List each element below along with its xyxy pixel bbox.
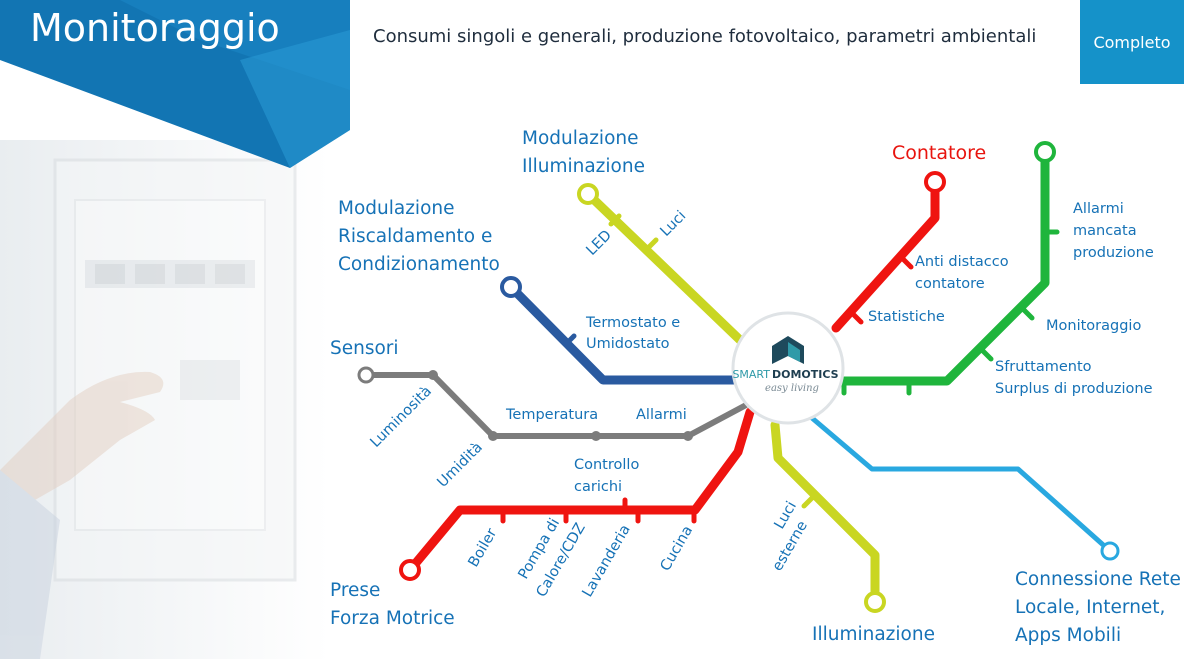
stop-temperatura (591, 431, 601, 441)
stop-marker-luci (645, 237, 659, 251)
stop-label-led: LED (584, 227, 615, 258)
page-subtitle: Consumi singoli e generali, produzione f… (373, 26, 1037, 47)
electrical-panel-photo (53, 158, 297, 582)
stop-label-allarmi-sensori: Allarmi (636, 407, 687, 423)
house-icon (772, 336, 804, 364)
page-title: Monitoraggio (30, 6, 280, 50)
stop-label-controllo-2: carichi (574, 479, 622, 495)
stop-label-lavanderia: Lavanderia (580, 522, 634, 600)
stop-label-boiler: Boiler (466, 526, 501, 570)
stop-label-luminosita: Luminosità (368, 383, 435, 450)
stop-label-anti-distacco-1: Anti distacco (915, 254, 1009, 270)
terminal-sensori (357, 366, 375, 384)
title-prese-2: Forza Motrice (330, 608, 455, 629)
terminal-prese (399, 559, 421, 581)
stop-label-luci: Luci (658, 208, 690, 240)
title-connessione-2: Locale, Internet, (1015, 597, 1165, 618)
line-connessione (809, 415, 1113, 554)
stop-label-termostato-2: Umidostato (586, 336, 670, 352)
title-modulazione-illuminazione-1: Modulazione (522, 128, 639, 149)
hand-photo (0, 371, 164, 659)
terminal-riscaldamento (500, 276, 522, 298)
title-connessione-1: Connessione Rete (1015, 569, 1181, 590)
stop-label-termostato-1: Termostato e (585, 315, 680, 331)
hub-circle (731, 311, 845, 425)
status-badge: Completo (1080, 0, 1184, 84)
line-contatore (831, 177, 940, 333)
logo-tagline: easy living (765, 383, 819, 394)
stop-label-monitoraggio: Monitoraggio (1046, 318, 1141, 334)
stop-label-allarmi-3: produzione (1073, 245, 1154, 261)
terminal-contatore (924, 171, 946, 193)
logo-brand-right: DOMOTICS (772, 368, 839, 381)
stop-marker-sfruttamento (980, 348, 994, 362)
title-connessione-3: Apps Mobili (1015, 625, 1121, 646)
stop-label-statistiche: Statistiche (868, 309, 945, 325)
logo-brand-left: SMART (732, 368, 770, 381)
stop-label-cucina: Cucina (658, 523, 697, 574)
title-modulazione-illuminazione-2: Illuminazione (522, 156, 645, 177)
stop-label-anti-distacco-2: contatore (915, 276, 985, 292)
stop-marker-statistiche (850, 311, 864, 325)
line-allarmi (831, 147, 1050, 386)
stop-label-allarmi-1: Allarmi (1073, 201, 1124, 217)
terminal-illuminazione (864, 591, 886, 613)
stop-marker-luci-esterne (801, 495, 815, 509)
stop-marker-monitoraggio (1021, 307, 1035, 321)
title-sensori: Sensori (330, 338, 399, 359)
stop-luminosita (428, 370, 438, 380)
title-contatore: Contatore (892, 142, 986, 164)
header-band-light (240, 30, 350, 168)
title-riscaldamento-3: Condizionamento (338, 254, 500, 275)
stop-marker-termostato (563, 333, 577, 347)
stop-marker-anti-distacco (900, 256, 914, 270)
terminal-modulazione-illuminazione (577, 183, 599, 205)
stop-label-controllo-1: Controllo (574, 457, 639, 473)
stop-label-allarmi-2: mancata (1073, 223, 1137, 239)
title-illuminazione: Illuminazione (812, 624, 935, 645)
line-riscaldamento (506, 282, 745, 385)
terminal-allarmi (1034, 141, 1056, 163)
stop-label-temperatura: Temperatura (505, 407, 598, 423)
stop-label-sfruttamento-1: Sfruttamento (995, 359, 1092, 375)
title-riscaldamento-2: Riscaldamento e (338, 226, 492, 247)
title-prese-1: Prese (330, 580, 380, 601)
line-illuminazione (770, 420, 880, 607)
stop-label-umidita: Umidità (435, 440, 486, 491)
stop-allarmi-sensori (683, 431, 693, 441)
title-riscaldamento-1: Modulazione (338, 198, 455, 219)
terminal-connessione (1100, 541, 1120, 561)
stop-marker-led (608, 213, 622, 227)
stop-umidita (488, 431, 498, 441)
stop-label-sfruttamento-2: Surplus di produzione (995, 381, 1153, 397)
